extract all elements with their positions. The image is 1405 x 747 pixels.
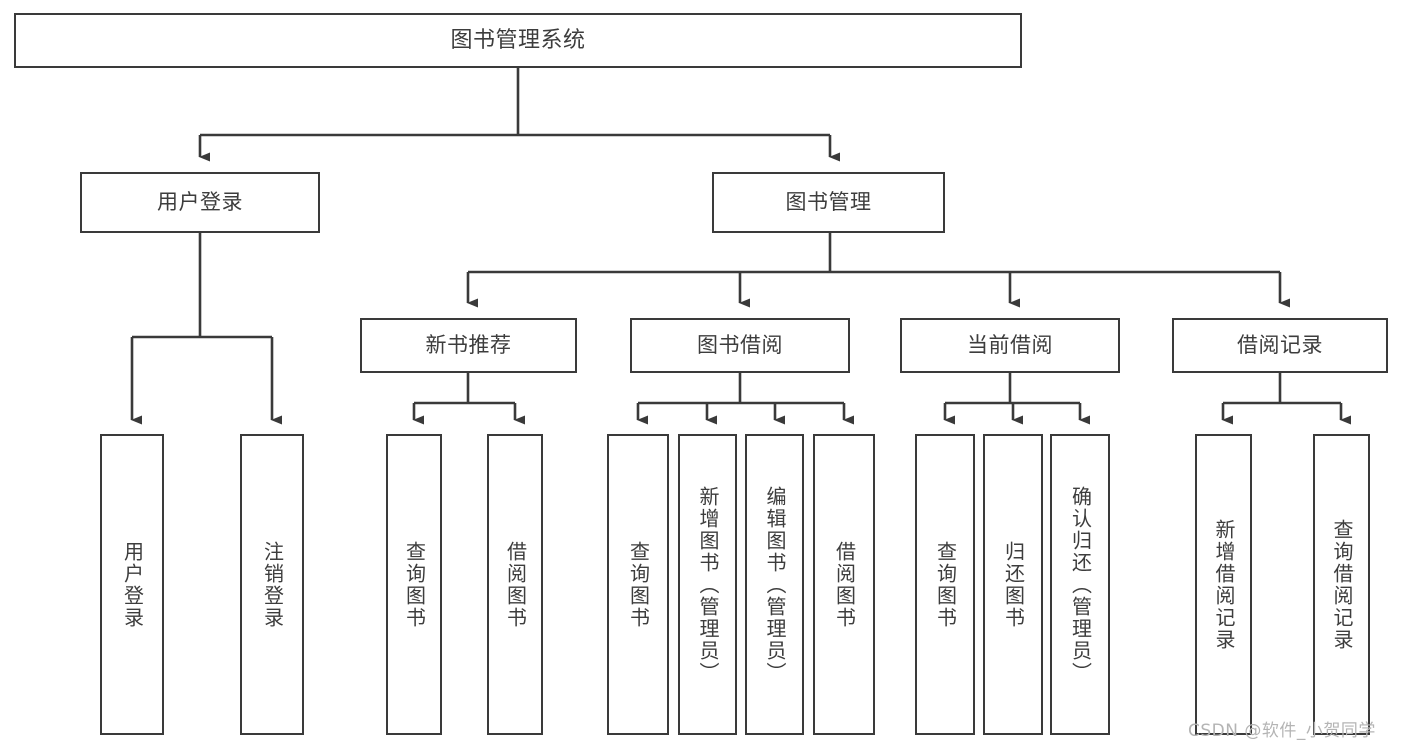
node-borrow-record[interactable]: 借阅记录 — [1172, 318, 1388, 373]
leaf-query-book-current[interactable]: 查询图书 — [915, 434, 975, 735]
leaf-label: 查询图书 — [933, 540, 958, 629]
leaf-label: 查询图书 — [402, 540, 427, 629]
node-current-borrow[interactable]: 当前借阅 — [900, 318, 1120, 373]
leaf-logout-login[interactable]: 注销登录 — [240, 434, 304, 735]
node-root-system[interactable]: 图书管理系统 — [14, 13, 1022, 68]
leaf-query-book-borrow[interactable]: 查询图书 — [607, 434, 669, 735]
leaf-borrow-book[interactable]: 借阅图书 — [813, 434, 875, 735]
node-user-login[interactable]: 用户登录 — [80, 172, 320, 233]
leaf-edit-book-admin[interactable]: 编辑图书（管理员） — [745, 434, 804, 735]
leaf-label: 归还图书 — [1001, 540, 1026, 629]
leaf-label: 确认归还（管理员） — [1068, 485, 1093, 684]
leaf-return-book[interactable]: 归还图书 — [983, 434, 1043, 735]
leaf-label: 用户登录 — [120, 540, 145, 629]
leaf-add-book-admin[interactable]: 新增图书（管理员） — [678, 434, 737, 735]
leaf-label: 借阅图书 — [503, 540, 528, 629]
node-book-management[interactable]: 图书管理 — [712, 172, 945, 233]
leaf-query-borrow-record[interactable]: 查询借阅记录 — [1313, 434, 1370, 735]
leaf-user-login[interactable]: 用户登录 — [100, 434, 164, 735]
leaf-label: 编辑图书（管理员） — [763, 485, 787, 684]
leaf-add-borrow-record[interactable]: 新增借阅记录 — [1195, 434, 1252, 735]
node-new-book-recommend[interactable]: 新书推荐 — [360, 318, 577, 373]
leaf-query-book-newbook[interactable]: 查询图书 — [386, 434, 442, 735]
leaf-label: 查询借阅记录 — [1330, 518, 1354, 651]
leaf-confirm-return-admin[interactable]: 确认归还（管理员） — [1050, 434, 1110, 735]
leaf-label: 注销登录 — [260, 540, 285, 629]
leaf-borrow-book-newbook[interactable]: 借阅图书 — [487, 434, 543, 735]
leaf-label: 查询图书 — [626, 540, 651, 629]
leaf-label: 新增借阅记录 — [1212, 518, 1236, 651]
node-book-borrow[interactable]: 图书借阅 — [630, 318, 850, 373]
leaf-label: 借阅图书 — [832, 540, 857, 629]
leaf-label: 新增图书（管理员） — [696, 485, 720, 684]
csdn-watermark: CSDN @软件_小贺同学 — [1188, 721, 1376, 741]
